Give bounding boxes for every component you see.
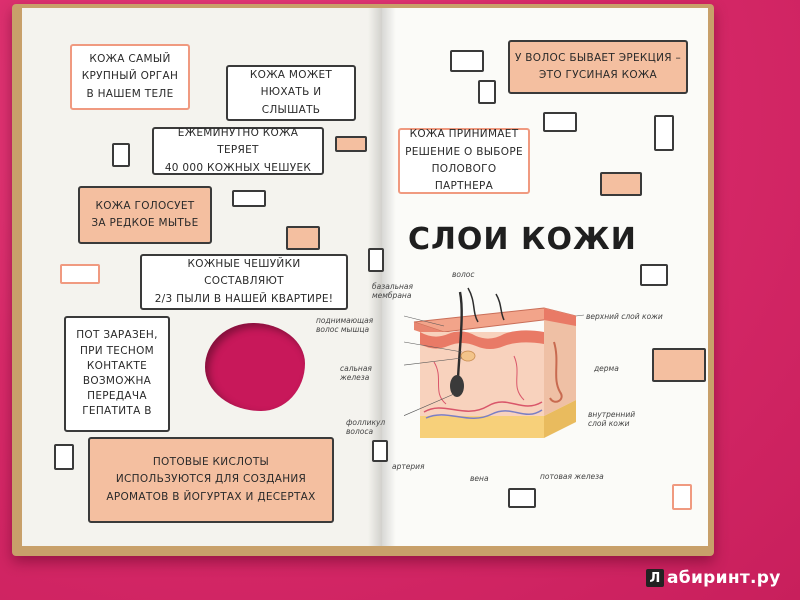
labirint-logo-icon: Л — [646, 569, 664, 587]
page-cutout-hole — [205, 323, 305, 411]
label-basal-membrane: базальная мембрана — [372, 282, 414, 300]
decor-brick — [60, 264, 100, 284]
fact-skin-partner-choice: Кожа принимает решение о выборе полового… — [398, 128, 530, 194]
decor-brick — [372, 440, 388, 462]
decor-brick — [654, 115, 674, 151]
label-vein: вена — [470, 474, 489, 483]
label-artery: артерия — [392, 462, 425, 471]
fact-skin-smell-hear: Кожа может нюхать и слышать — [226, 65, 356, 121]
decor-brick — [672, 484, 692, 510]
decor-brick — [478, 80, 496, 104]
fact-hair-erection: У волос бывает эрекция – это гусиная кож… — [508, 40, 688, 94]
decor-brick — [652, 348, 706, 382]
decor-brick — [508, 488, 536, 508]
label-sebaceous-gland: сальная железа — [340, 364, 372, 382]
decor-brick — [286, 226, 320, 250]
fact-skin-loses-flakes: Ежеминутно кожа теряет 40 000 кожных чеш… — [152, 127, 324, 175]
label-dermis: дерма — [594, 364, 619, 373]
decor-brick — [450, 50, 484, 72]
label-follicle: фолликул волоса — [346, 418, 386, 436]
fact-skin-largest-organ: Кожа самый крупный орган в нашем теле — [70, 44, 190, 110]
fact-sweat-acids-flavors: Потовые кислоты используются для создани… — [88, 437, 334, 523]
label-arrector-muscle: поднимающая волос мышца — [316, 316, 374, 334]
site-watermark: Л абиринт.ру — [646, 568, 781, 588]
page-heading: СЛОИ КОЖИ — [408, 222, 637, 257]
skin-layers-diagram — [404, 287, 584, 438]
label-sweat-gland: потовая железа — [540, 472, 604, 481]
label-hair: волос — [452, 270, 475, 279]
watermark-text: абиринт.ру — [667, 568, 781, 588]
fact-sweat-contagious: Пот заразен, при тесном контакте возможн… — [64, 316, 170, 432]
decor-brick — [600, 172, 642, 196]
label-upper-layer: верхний слой кожи — [586, 312, 663, 321]
decor-brick — [368, 248, 384, 272]
decor-brick — [335, 136, 367, 152]
label-inner-layer: внутренний слой кожи — [588, 410, 636, 428]
decor-brick — [543, 112, 577, 132]
fact-skin-flakes-dust: Кожные чешуйки составляют 2/3 пыли в наш… — [140, 254, 348, 310]
decor-brick — [232, 190, 266, 207]
fact-skin-votes-washing: Кожа голосует за редкое мытье — [78, 186, 212, 244]
decor-brick — [640, 264, 668, 286]
decor-brick — [54, 444, 74, 470]
decor-brick — [112, 143, 130, 167]
